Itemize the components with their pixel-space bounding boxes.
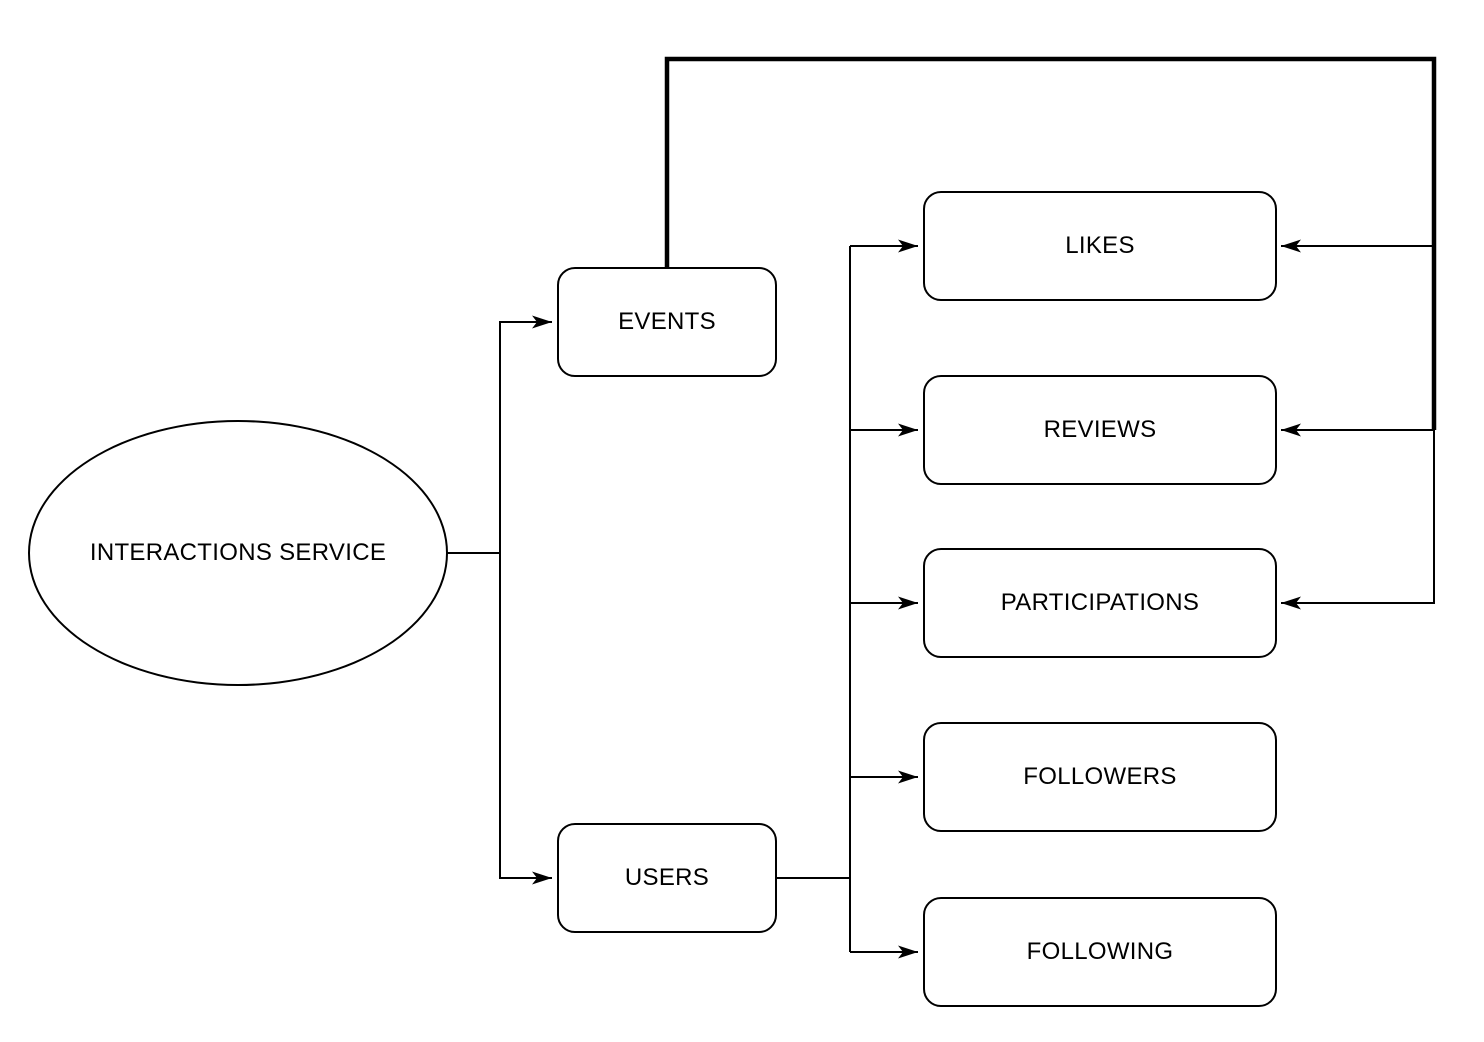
node-following-label: FOLLOWING: [1026, 938, 1174, 965]
node-followers: FOLLOWERS: [923, 722, 1277, 832]
node-users: USERS: [557, 823, 777, 933]
node-participations-label: PARTICIPATIONS: [1000, 589, 1200, 616]
node-likes: LIKES: [923, 191, 1277, 301]
edge-service-to-users: [499, 553, 552, 885]
edge-service-to-events: [499, 315, 552, 553]
node-interactions-service-label: INTERACTIONS SERVICE: [89, 539, 387, 566]
node-likes-label: LIKES: [1065, 232, 1135, 259]
node-interactions-service: INTERACTIONS SERVICE: [28, 420, 448, 686]
node-events-label: EVENTS: [618, 308, 716, 335]
node-reviews: REVIEWS: [923, 375, 1277, 485]
node-following: FOLLOWING: [923, 897, 1277, 1007]
node-reviews-label: REVIEWS: [1043, 416, 1157, 443]
node-participations: PARTICIPATIONS: [923, 548, 1277, 658]
edge-events-to-participations: [1281, 430, 1435, 610]
edge-events-trunk: [664, 56, 1437, 430]
node-events: EVENTS: [557, 267, 777, 377]
node-followers-label: FOLLOWERS: [1023, 763, 1177, 790]
node-users-label: USERS: [624, 864, 710, 891]
